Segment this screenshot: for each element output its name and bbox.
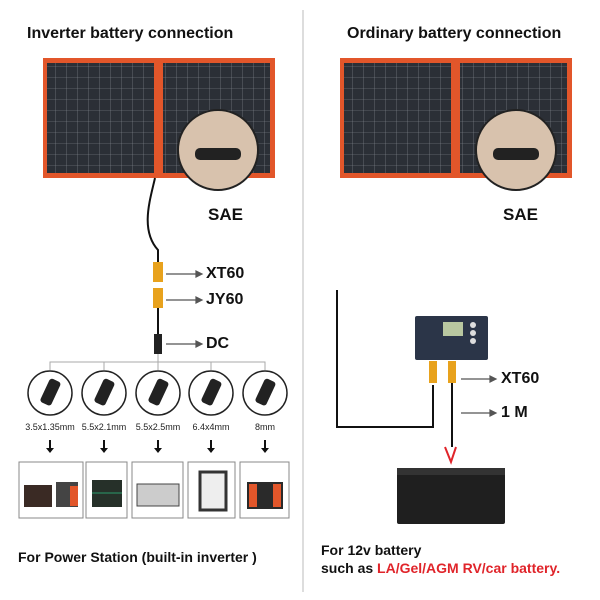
cable-length-label: 1 M [501,404,528,421]
right-title: Ordinary battery connection [347,25,562,42]
left-cable [146,177,159,262]
dc-size-label: 8mm [255,422,275,432]
battery-types-highlight: LA/Gel/AGM RV/car battery. [377,560,561,576]
dc-size-label: 6.4x4mm [192,422,230,432]
dc-label: DC [206,335,230,352]
right-sae-closeup [475,109,557,191]
battery-clips [444,446,457,465]
right-xt60-label: XT60 [501,370,540,387]
xt60-connector-a [429,361,437,383]
right-footer-line2: such as LA/Gel/AGM RV/car battery. [321,560,560,576]
jy60-connector [153,288,163,308]
footer-prefix: such as [321,560,378,576]
left-footer: For Power Station (built-in inverter ) [18,549,257,565]
right-footer-line1: For 12v battery [321,542,422,558]
left-sae-closeup [177,109,259,191]
jy60-label: JY60 [206,291,244,308]
dc-branch-lines [49,354,266,370]
charge-controller [415,316,488,360]
xt60-connector [153,262,163,282]
dc-size-label: 5.5x2.1mm [81,422,127,432]
dc-tip-icons [27,370,288,416]
left-sae-label: SAE [208,205,243,224]
right-sae-label: SAE [503,205,538,224]
xt60-connector-b [448,361,456,383]
dc-connector [154,334,162,354]
battery-image [397,468,505,524]
down-arrows [46,440,269,453]
dc-size-label: 3.5x1.35mm [25,422,75,432]
left-title: Inverter battery connection [27,25,234,42]
xt60-label: XT60 [206,265,245,282]
right-cable [336,290,434,428]
dc-size-label: 5.5x2.5mm [135,422,181,432]
